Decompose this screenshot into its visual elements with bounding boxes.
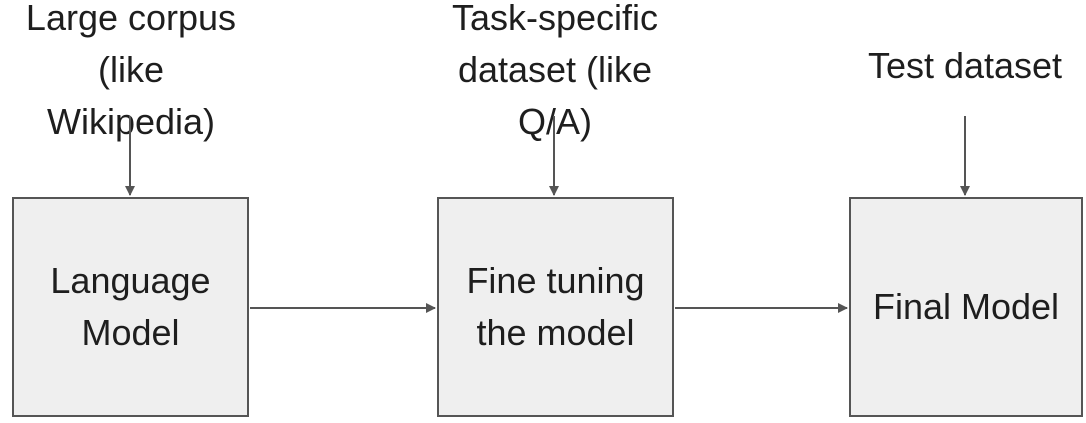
fine-tuning-box: Fine tuning the model bbox=[437, 197, 674, 417]
test-dataset-input-label: Test dataset bbox=[867, 45, 1063, 86]
language-model-box: Language Model bbox=[12, 197, 249, 417]
corpus-input-label: Large corpus (like Wikipedia) bbox=[25, 0, 237, 142]
language-model-label: Language Model bbox=[50, 260, 211, 353]
final-model-box: Final Model bbox=[849, 197, 1083, 417]
fine-tuning-label: Fine tuning the model bbox=[466, 260, 645, 353]
final-model-label: Final Model bbox=[872, 286, 1060, 327]
